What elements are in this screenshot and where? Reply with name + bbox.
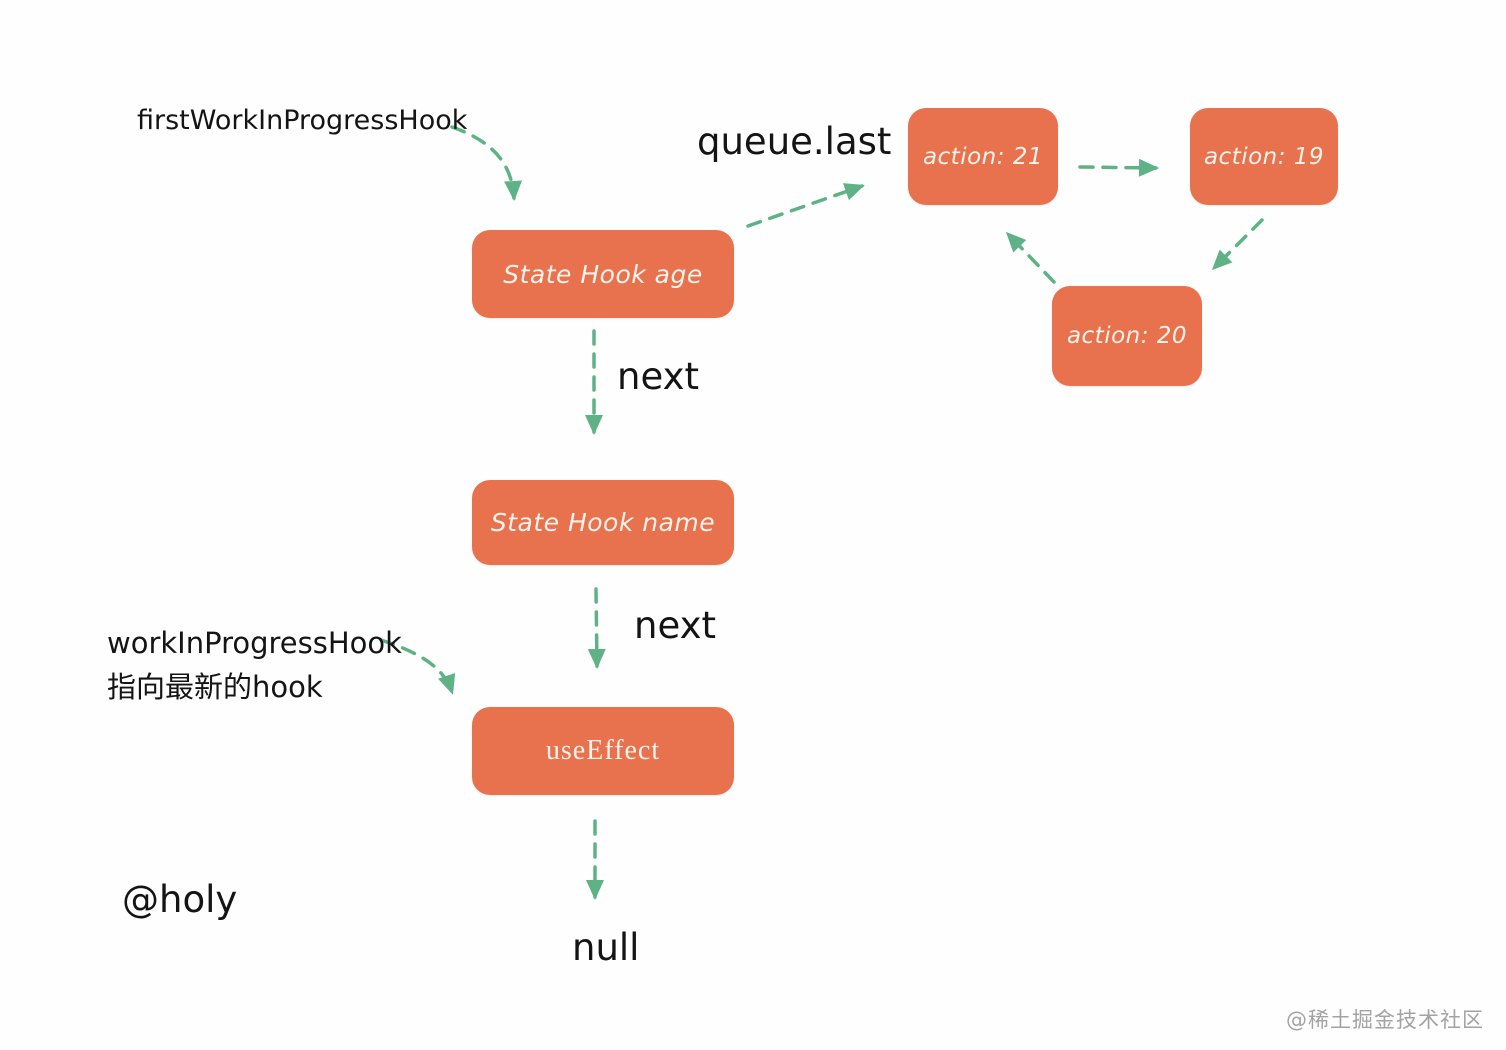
label-work-in-progress-hook-line2: 指向最新的hook — [107, 669, 323, 704]
node-state-hook-name: State Hook name — [472, 480, 734, 565]
node-state-hook-age: State Hook age — [472, 230, 734, 318]
label-author-credit: @holy — [122, 878, 238, 921]
label-work-in-progress-hook: workInProgressHook 指向最新的hook — [107, 622, 527, 709]
arrow-action20-to-action21 — [1005, 231, 1056, 284]
watermark: @稀土掘金技术社区 — [1286, 1008, 1484, 1032]
label-work-in-progress-hook-line1: workInProgressHook — [107, 626, 402, 660]
label-queue-last: queue.last — [697, 120, 892, 163]
label-next-name-to-effect: next — [634, 604, 716, 647]
node-action-20: action: 20 — [1052, 286, 1202, 386]
arrow-next-name-to-effect — [587, 587, 606, 669]
arrow-age-to-queue-last — [746, 183, 865, 228]
label-null: null — [572, 926, 640, 969]
node-action-21: action: 21 — [908, 108, 1058, 205]
node-use-effect: useEffect — [472, 707, 734, 795]
arrow-action21-to-action19 — [1078, 158, 1159, 177]
node-action-19: action: 19 — [1190, 108, 1338, 205]
label-first-work-in-progress-hook: firstWorkInProgressHook — [137, 105, 468, 136]
label-next-age-to-name: next — [617, 355, 699, 398]
arrow-action19-to-action20 — [1211, 218, 1264, 271]
